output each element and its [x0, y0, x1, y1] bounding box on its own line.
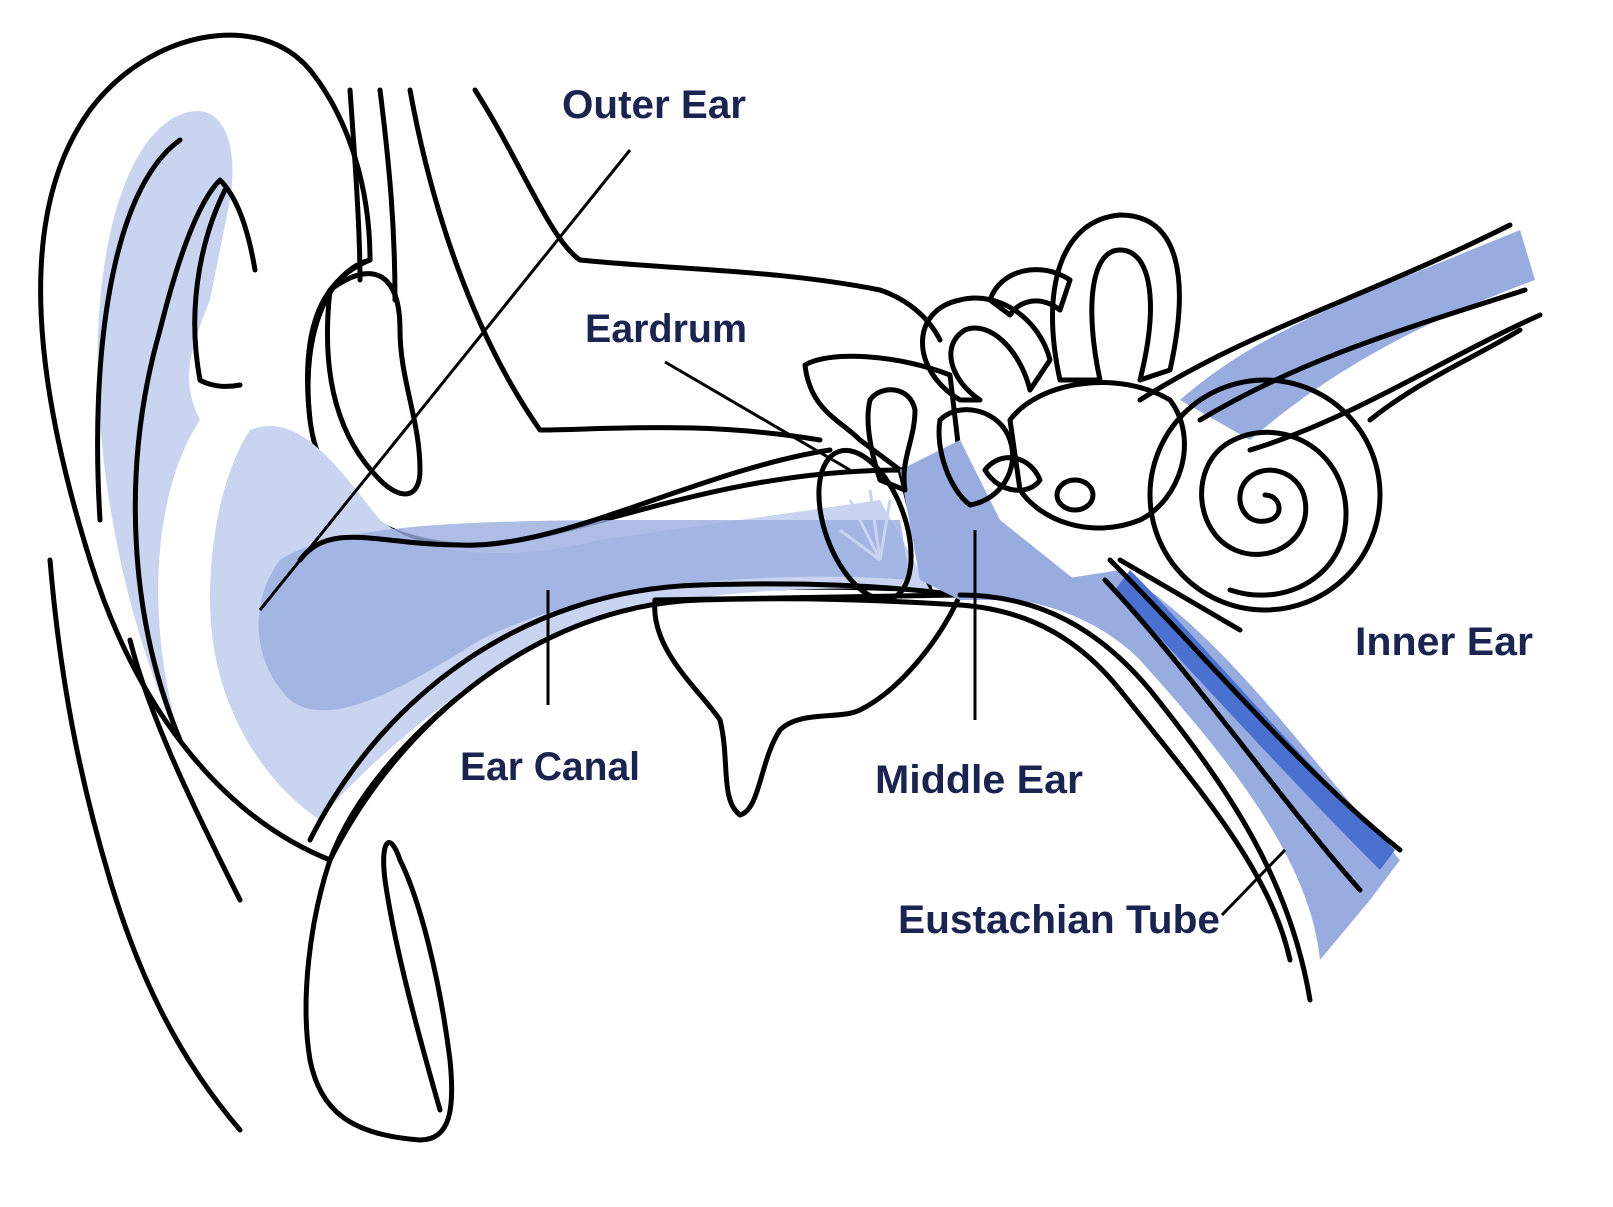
eardrum-shape — [816, 447, 914, 603]
label-eardrum: Eardrum — [585, 307, 747, 351]
skull-lines — [347, 87, 963, 818]
eustachian-tube-shape — [957, 557, 1403, 1003]
outer-ear-shape — [38, 32, 933, 1143]
label-outer-ear: Outer Ear — [562, 83, 746, 127]
inner-ear-shape — [920, 212, 1543, 1003]
label-middle-ear: Middle Ear — [875, 758, 1083, 802]
label-ear-canal: Ear Canal — [460, 745, 640, 789]
middle-ear-shape — [802, 353, 1100, 603]
eardrum-leader-line — [664, 360, 851, 472]
label-inner-ear: Inner Ear — [1355, 620, 1533, 664]
outer-ear-leader-line — [258, 149, 632, 611]
cochlea-shape — [1147, 377, 1383, 613]
ear-canal-shape — [297, 447, 963, 863]
eustachian-tube-leader-line — [1220, 848, 1287, 917]
label-eustachian-tube: Eustachian Tube — [898, 898, 1220, 942]
